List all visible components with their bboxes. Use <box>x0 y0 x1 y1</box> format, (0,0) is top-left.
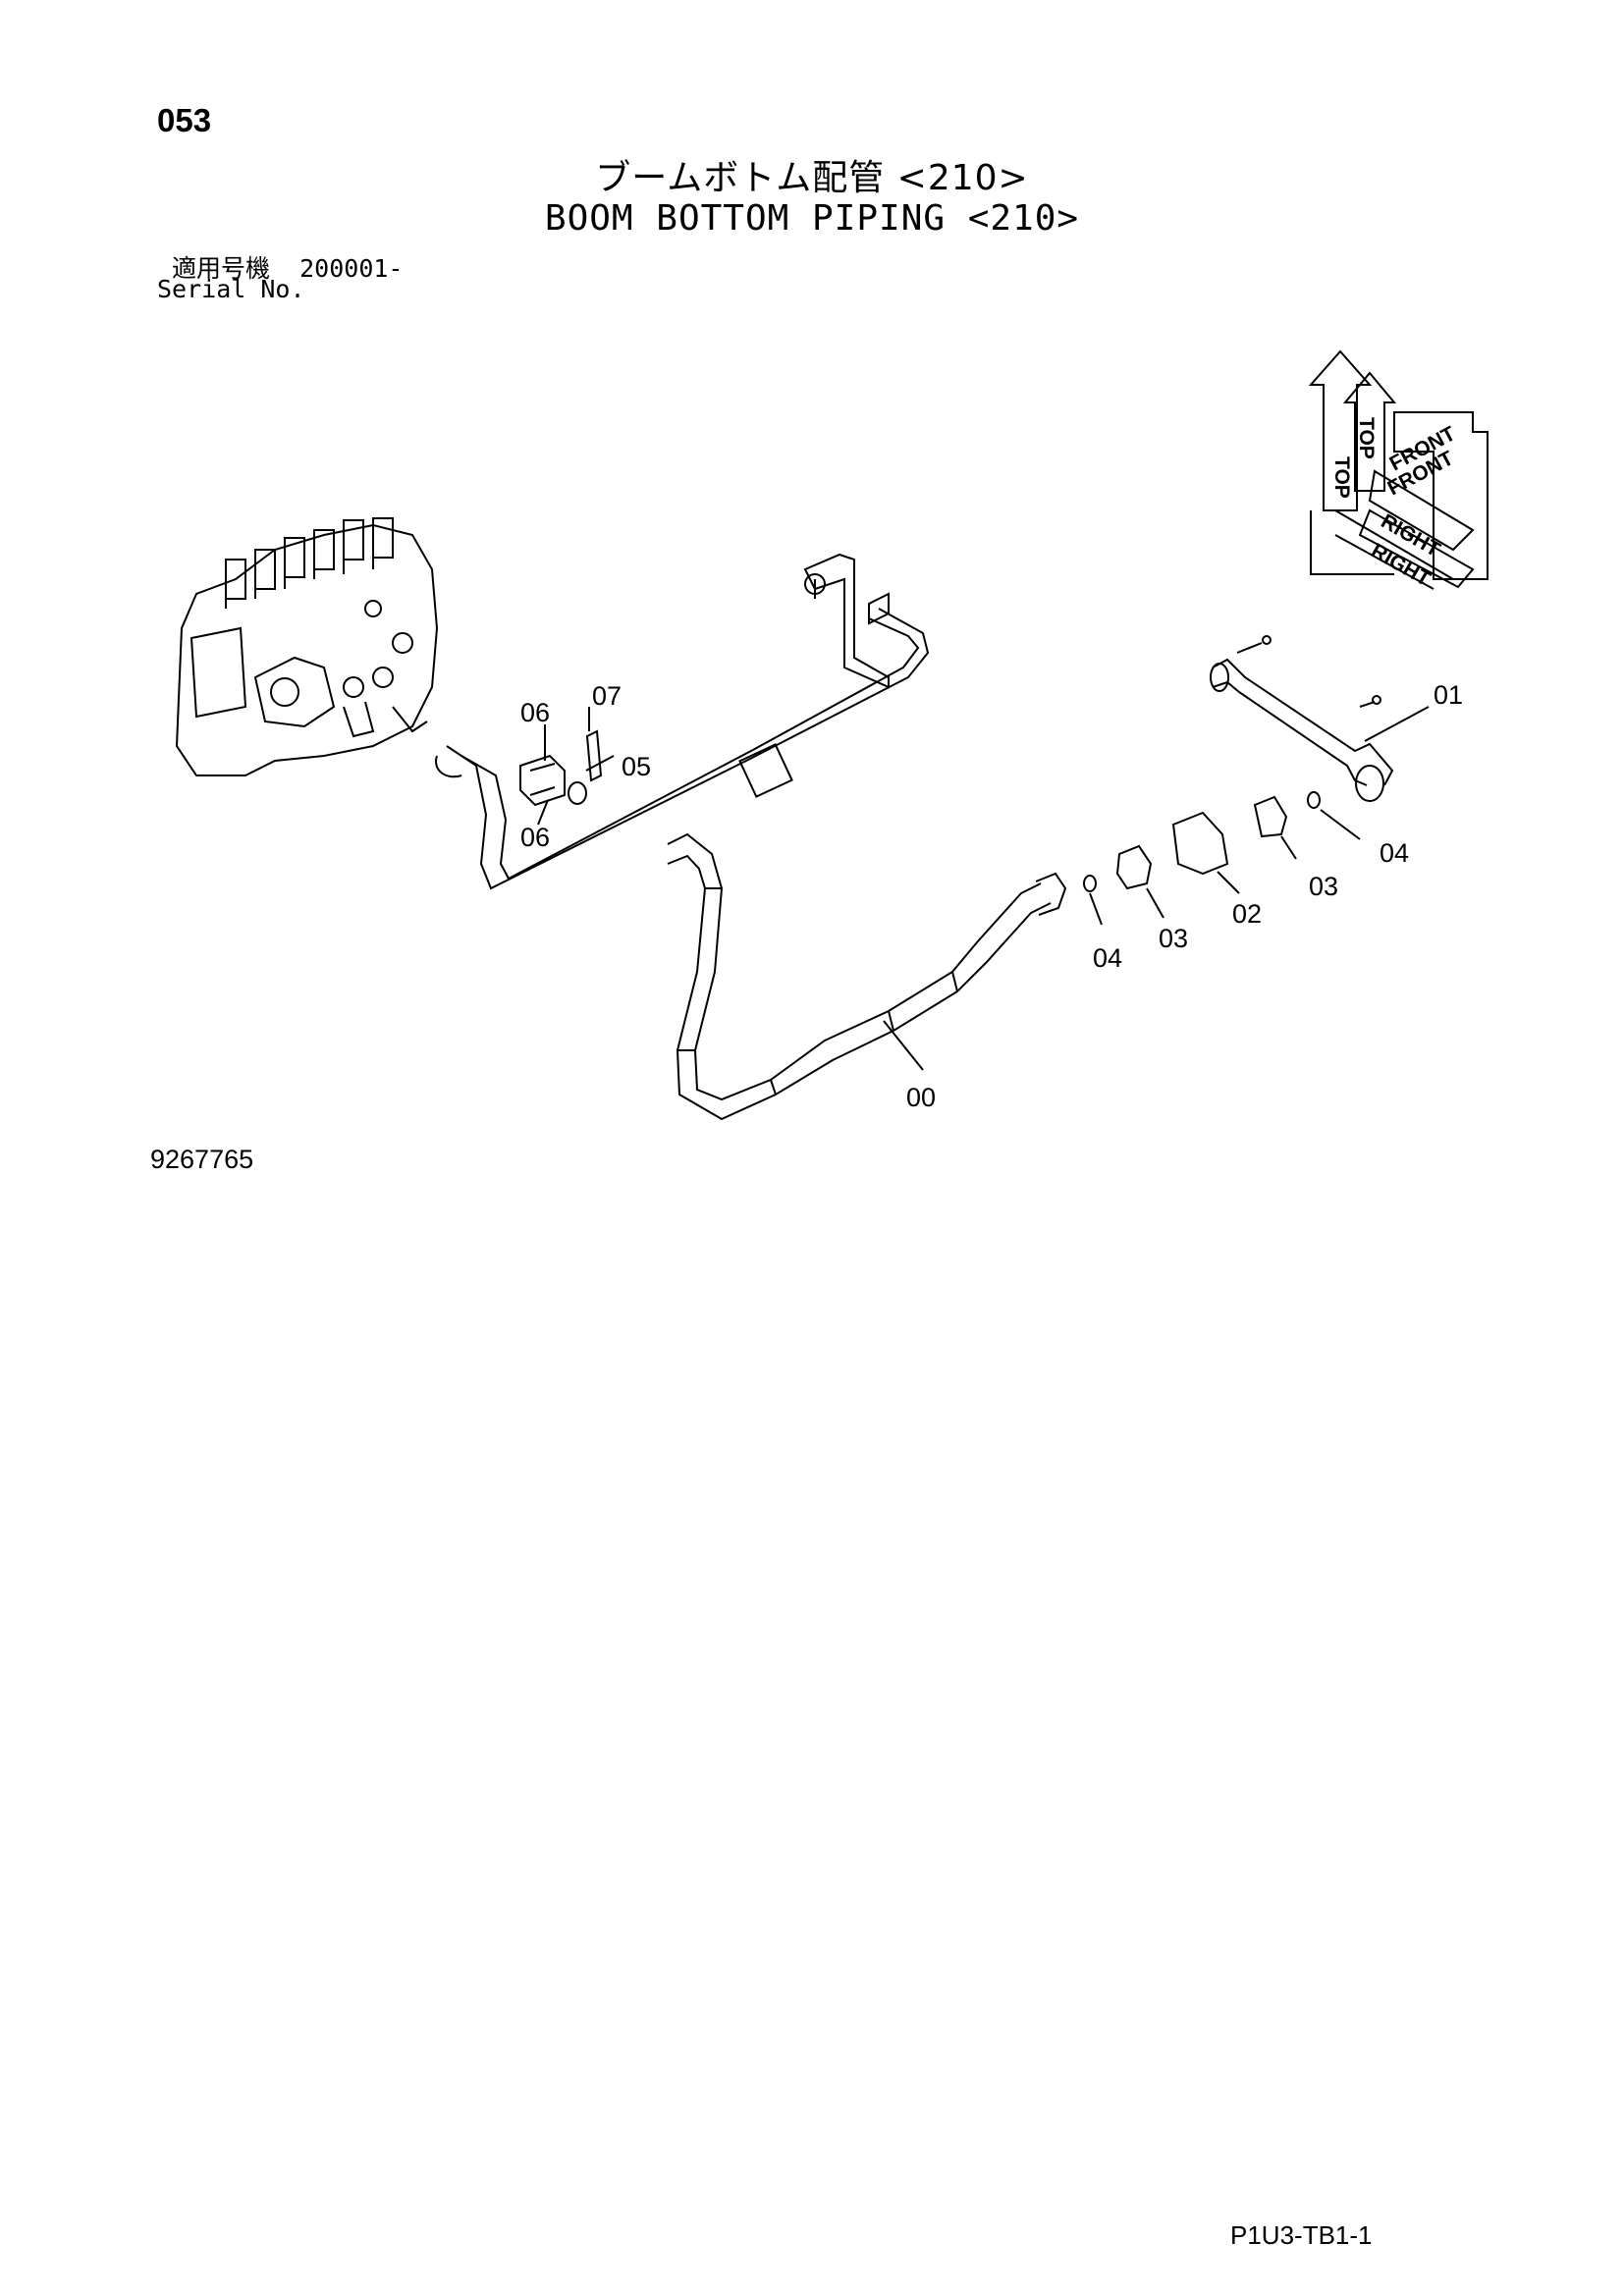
fittings-row <box>1083 791 1321 892</box>
orientation-indicator <box>1308 349 1489 590</box>
callout-03-right: 03 <box>1309 872 1338 901</box>
serial-value: 200001- <box>299 254 404 283</box>
control-valve <box>175 517 439 776</box>
axis-label-top-2: TOP <box>1355 417 1378 459</box>
pipe-bracket <box>803 553 890 689</box>
callout-07: 07 <box>592 681 622 711</box>
callout-03-left: 03 <box>1159 924 1188 953</box>
flange-assembly <box>519 729 603 807</box>
drawing-number: 9267765 <box>150 1145 254 1174</box>
callout-04-left: 04 <box>1093 943 1122 973</box>
serial-label-english: Serial No. <box>157 275 305 303</box>
title-english: BOOM BOTTOM PIPING <210> <box>544 198 1080 239</box>
callout-00: 00 <box>906 1083 936 1112</box>
footer-code: P1U3-TB1-1 <box>1230 2220 1373 2250</box>
leader-lines <box>537 706 1430 1071</box>
callout-04-right: 04 <box>1380 838 1409 868</box>
page-number: 053 <box>157 102 212 138</box>
serial-label-japanese: 適用号機 200001- <box>172 249 403 285</box>
callout-06-top: 06 <box>520 698 550 727</box>
serial-label-jp-text: 適用号機 <box>172 254 271 283</box>
callout-05: 05 <box>622 752 651 781</box>
title-japanese: ブームボトム配管 <210> <box>595 158 1029 198</box>
return-line <box>435 608 930 890</box>
main-pipe <box>667 832 1067 1121</box>
hose-assembly <box>1210 635 1394 802</box>
callout-06-bottom: 06 <box>520 823 550 852</box>
axis-label-top-1: TOP <box>1330 456 1353 499</box>
callout-01: 01 <box>1434 680 1463 710</box>
callout-02: 02 <box>1232 899 1262 929</box>
